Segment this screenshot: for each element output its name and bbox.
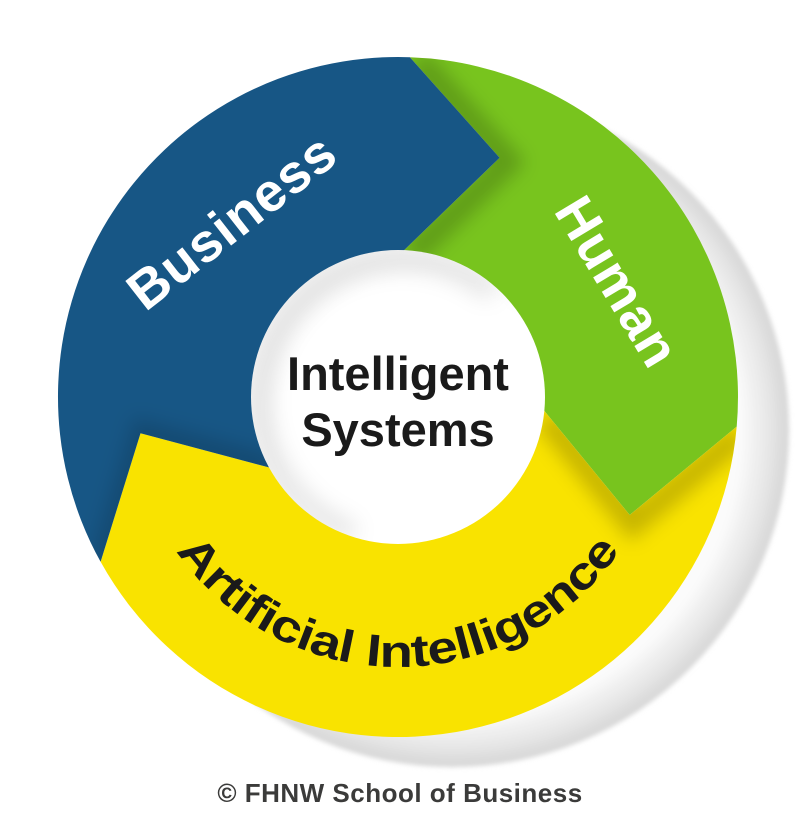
center-circle-inset-shadow — [254, 253, 498, 541]
junction-shadow-business-to-human — [403, 57, 526, 265]
junction-shadow-human-to-ai — [536, 409, 737, 542]
center-title-line2: Systems — [301, 403, 494, 456]
center-title-line1: Intelligent — [287, 347, 509, 400]
center-circle — [251, 250, 545, 544]
copyright-caption: © FHNW School of Business — [217, 778, 582, 808]
segment-artificial-intelligence — [100, 409, 737, 738]
